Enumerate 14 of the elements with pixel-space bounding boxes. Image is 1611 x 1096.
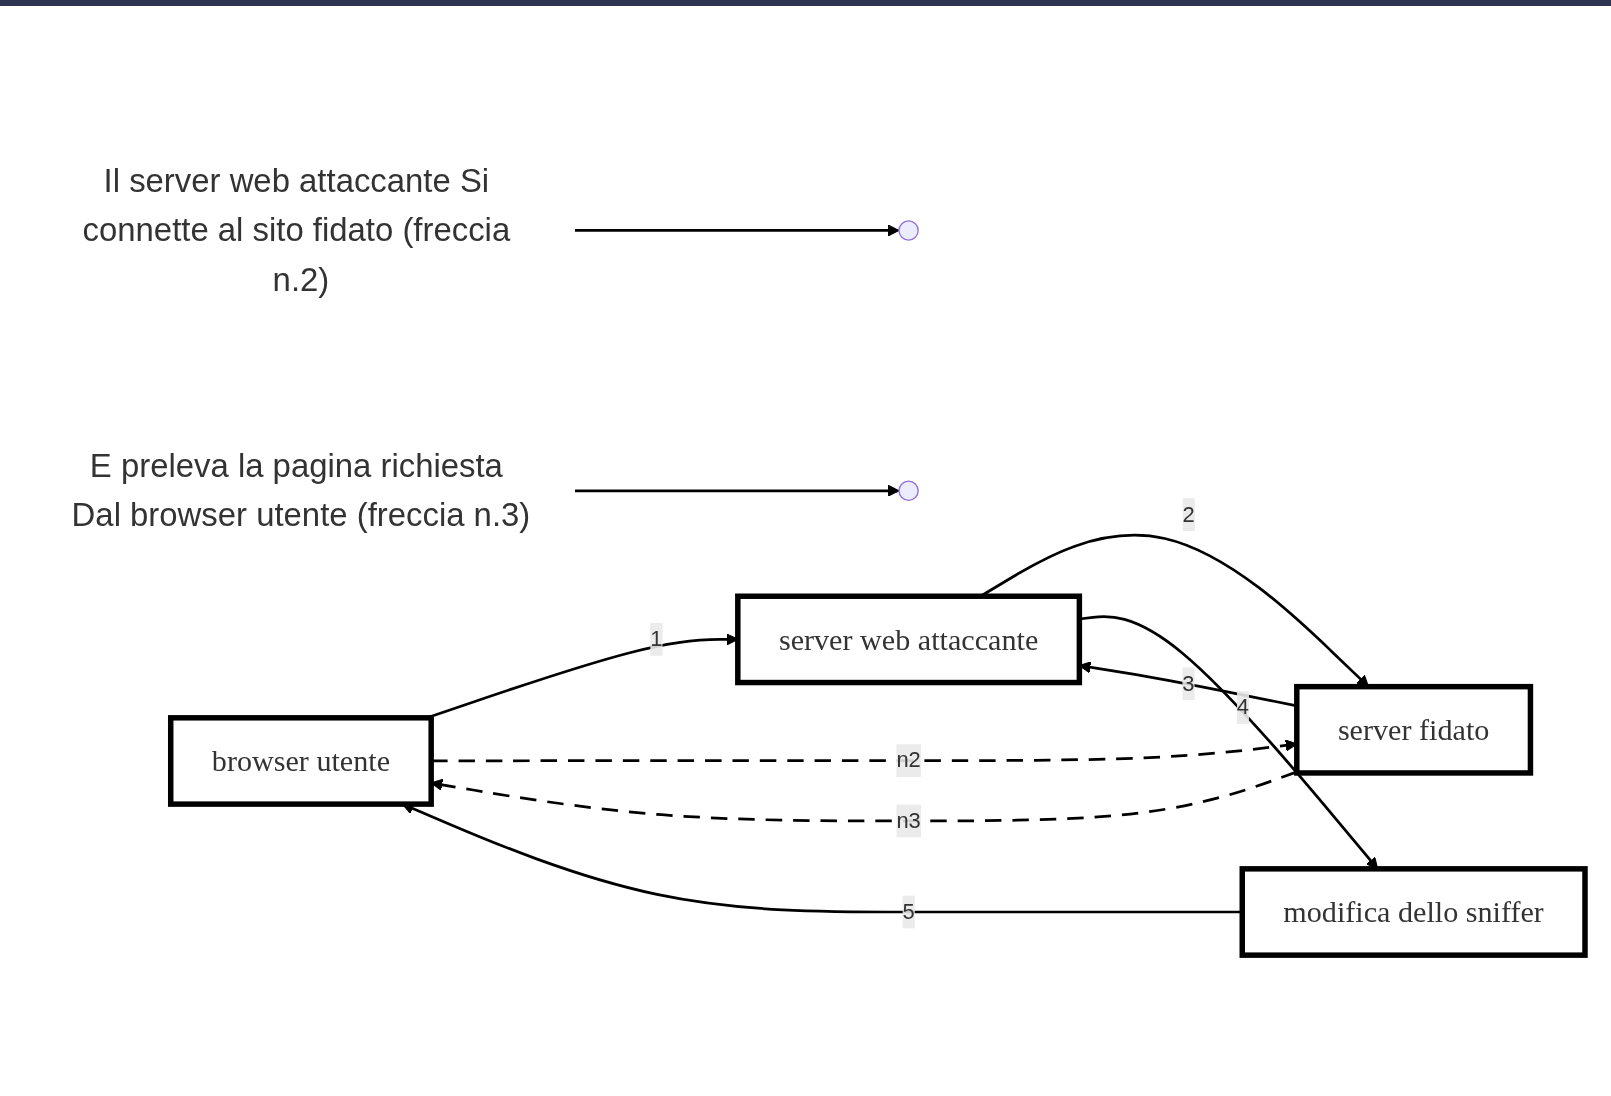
node-text: Il server web attaccante Si connette al sito fidato (freccia n.2) <box>82 162 510 299</box>
edge-label: n2 <box>895 748 921 773</box>
edge-label: 2 <box>1182 502 1195 527</box>
node-box: server web attaccante <box>734 593 1082 686</box>
edge-label: n3 <box>895 809 921 833</box>
edge-label: 4 <box>1236 695 1249 719</box>
node-box: server fidato <box>1293 684 1533 777</box>
edge-label: 3 <box>1181 671 1195 696</box>
node-box: browser utente <box>167 715 434 808</box>
node-box: modifica dello sniffer <box>1239 866 1588 959</box>
node-text: E preleva la pagina richiesta Dal browser utente (freccia n.3) <box>71 447 530 534</box>
edge-label: 5 <box>902 900 915 924</box>
edge-label: 1 <box>649 627 662 651</box>
arrow <box>574 485 900 498</box>
